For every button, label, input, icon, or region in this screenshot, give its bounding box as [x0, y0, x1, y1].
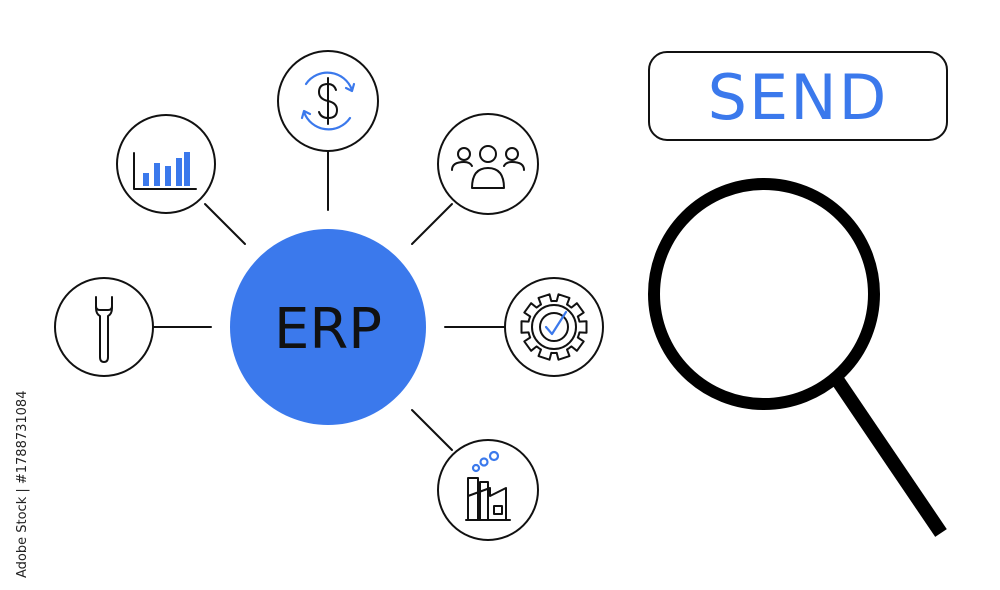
gear-check-icon	[520, 293, 588, 361]
node-bar-chart	[116, 114, 216, 214]
send-button-frame[interactable]	[648, 51, 948, 141]
node-wrench-circle	[54, 277, 154, 377]
send-button[interactable]: SEND	[648, 51, 948, 141]
node-wrench	[54, 277, 154, 377]
factory-icon	[465, 450, 511, 521]
node-team-circle	[437, 113, 539, 215]
send-button-label: SEND	[708, 61, 889, 134]
magnifier-lens	[648, 178, 880, 410]
node-dollar-circle	[277, 50, 379, 152]
node-gear-circle	[504, 277, 604, 377]
node-factory-circle	[437, 439, 539, 541]
magnifier-handle	[830, 374, 947, 537]
erp-hub-label: ERP	[274, 297, 382, 362]
connector-team	[411, 203, 453, 245]
dollar-cycle-icon	[300, 71, 356, 131]
node-dollar-cycle	[277, 50, 379, 152]
magnifying-glass-icon	[648, 178, 947, 537]
erp-hub-circle	[230, 229, 426, 425]
node-chart-circle	[116, 114, 216, 214]
node-gear-check	[504, 277, 604, 377]
node-team	[437, 113, 539, 215]
gear-outline	[520, 293, 588, 361]
erp-hub: ERP	[230, 229, 426, 425]
wrench-icon	[95, 296, 113, 363]
team-icon	[451, 145, 525, 189]
connector-chart	[204, 203, 246, 245]
stock-id-text: Adobe Stock | #1788731084	[15, 391, 30, 578]
bar-chart-icon	[133, 152, 197, 190]
node-factory	[437, 439, 539, 541]
connector-factory	[411, 409, 453, 451]
connectors	[152, 151, 505, 451]
